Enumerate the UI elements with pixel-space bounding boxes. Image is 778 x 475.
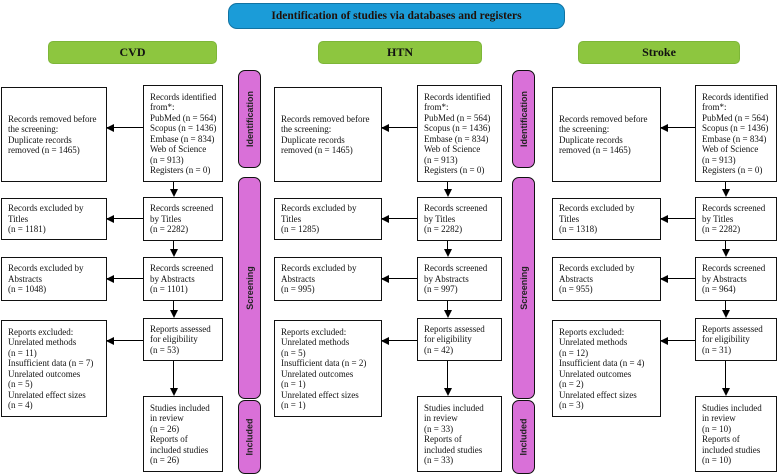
header-stroke: Stroke (578, 41, 740, 64)
records-identified-box: Records identified from*: PubMed (n = 56… (695, 85, 777, 182)
arrow-left-icon (381, 274, 417, 283)
excluded-titles-box: Records excluded by Titles (n = 1318) (552, 198, 661, 240)
screened-abstracts-box: Records screened by Abstracts (n = 1101) (143, 257, 223, 301)
stage-label-identification: Identification (512, 70, 535, 168)
reports-excluded-box: Reports excluded: Unrelated methods (n =… (274, 320, 382, 417)
studies-included-box: Studies included in review (n = 26) Repo… (143, 396, 223, 472)
excluded-abstracts-box: Records excluded by Abstracts (n = 1048) (1, 257, 107, 301)
arrow-down-icon (721, 182, 730, 197)
arrow-left-icon (106, 123, 143, 132)
arrow-down-icon (443, 182, 452, 197)
stage-label-text: Included (518, 418, 529, 456)
stage-label-identification: Identification (238, 70, 261, 168)
arrow-down-icon (721, 361, 730, 396)
stage-label-screening: Screening (512, 177, 535, 399)
studies-included-box: Studies included in review (n = 10) Repo… (695, 396, 777, 472)
excluded-titles-box: Records excluded by Titles (n = 1181) (1, 198, 107, 240)
screened-abstracts-box: Records screened by Abstracts (n = 997) (417, 257, 502, 301)
records-removed-box: Records removed before the screening: Du… (1, 87, 107, 182)
records-removed-box: Records removed before the screening: Du… (274, 87, 382, 182)
stage-label-text: Screening (518, 266, 529, 310)
arrow-left-icon (381, 336, 417, 345)
arrow-left-icon (660, 336, 695, 345)
arrow-down-icon (169, 241, 178, 257)
arrow-down-icon (169, 361, 178, 396)
arrow-down-icon (721, 301, 730, 318)
screened-titles-box: Records screened by Titles (n = 2282) (417, 197, 502, 241)
arrow-down-icon (169, 182, 178, 197)
arrow-left-icon (381, 214, 417, 223)
stage-label-included: Included (238, 400, 261, 474)
excluded-abstracts-box: Records excluded by Abstracts (n = 995) (274, 257, 382, 301)
header-cvd: CVD (48, 41, 217, 64)
records-removed-box: Records removed before the screening: Du… (552, 87, 661, 182)
screened-titles-box: Records screened by Titles (n = 2282) (695, 197, 777, 241)
screened-titles-box: Records screened by Titles (n = 2282) (143, 197, 223, 241)
records-identified-box: Records identified from*: PubMed (n = 56… (143, 85, 223, 182)
excluded-abstracts-box: Records excluded by Abstracts (n = 955) (552, 257, 661, 301)
reports-excluded-box: Reports excluded: Unrelated methods (n =… (1, 320, 107, 417)
arrow-left-icon (381, 123, 417, 132)
arrow-down-icon (443, 241, 452, 257)
records-identified-box: Records identified from*: PubMed (n = 56… (417, 85, 502, 182)
arrow-left-icon (106, 214, 143, 223)
stage-label-text: Identification (244, 91, 255, 147)
header-htn: HTN (318, 41, 482, 64)
excluded-titles-box: Records excluded by Titles (n = 1285) (274, 198, 382, 240)
arrow-left-icon (106, 336, 143, 345)
arrow-down-icon (443, 361, 452, 396)
arrow-left-icon (660, 274, 695, 283)
arrow-down-icon (721, 241, 730, 257)
screened-abstracts-box: Records screened by Abstracts (n = 964) (695, 257, 777, 301)
studies-included-box: Studies included in review (n = 33) Repo… (417, 396, 502, 472)
arrow-left-icon (660, 214, 695, 223)
reports-excluded-box: Reports excluded: Unrelated methods (n =… (552, 320, 661, 417)
reports-assessed-box: Reports assessed for eligibility (n = 42… (417, 318, 502, 361)
arrow-left-icon (660, 123, 695, 132)
arrow-down-icon (169, 301, 178, 318)
stage-label-screening: Screening (238, 177, 261, 399)
reports-assessed-box: Reports assessed for eligibility (n = 31… (695, 318, 777, 361)
stage-label-text: Screening (244, 266, 255, 310)
banner-title: Identification of studies via databases … (228, 3, 565, 29)
stage-label-text: Included (244, 418, 255, 456)
reports-assessed-box: Reports assessed for eligibility (n = 53… (143, 318, 223, 361)
stage-label-text: Identification (518, 91, 529, 147)
arrow-left-icon (106, 274, 143, 283)
stage-label-included: Included (512, 400, 535, 474)
arrow-down-icon (443, 301, 452, 318)
